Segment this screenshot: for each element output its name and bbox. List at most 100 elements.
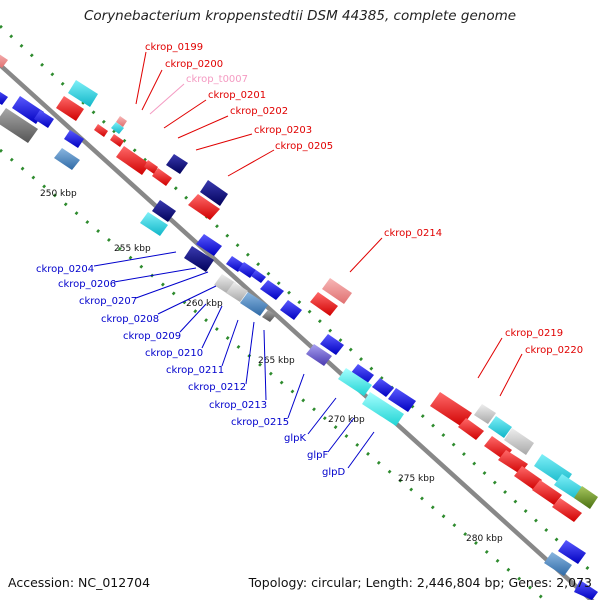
feature-navy-3[interactable] [152,200,176,222]
feature-blue-2[interactable] [34,110,54,128]
feature-blue-11[interactable] [350,364,374,385]
label-leader [177,115,229,139]
gene-label-ckrop_0214[interactable]: ckrop_0214 [384,228,442,239]
label-leader [93,251,177,267]
label-leader [141,69,163,111]
feature-cyan-1[interactable] [68,80,98,107]
feature-blue-7[interactable] [251,270,266,283]
lower-gene-labels: ckrop_0204 ckrop_0206 ckrop_0207 ckrop_0… [36,251,375,478]
label-leader [135,271,209,299]
gene-label-ckrop_0206[interactable]: ckrop_0206 [58,279,116,290]
feature-lgrey-2[interactable] [504,428,534,455]
gene-label-ckrop_0213[interactable]: ckrop_0213 [209,400,267,411]
gene-label-ckrop_0202[interactable]: ckrop_0202 [230,106,288,117]
feature-olive[interactable] [574,486,598,509]
label-leader [113,267,197,283]
gene-label-ckrop_0208[interactable]: ckrop_0208 [101,314,159,325]
feature-red-13[interactable] [532,480,562,505]
gene-label-ckrop_0211[interactable]: ckrop_0211 [166,365,224,376]
feature-red-14[interactable] [552,498,582,522]
feature-grey-2[interactable] [262,310,276,322]
label-leader [149,83,185,115]
feature-blue-4[interactable] [196,234,222,256]
feature-navy-1[interactable] [166,154,188,174]
feature-red-8[interactable] [430,392,472,427]
feature-lcyan-2[interactable] [362,392,404,426]
label-leader [349,237,383,273]
feature-red-9[interactable] [458,418,484,440]
gene-label-ckrop_0203[interactable]: ckrop_0203 [254,125,312,136]
feature-cyan-small[interactable] [111,122,124,134]
feature-lgrey-1[interactable] [474,404,496,424]
gene-label-glpD[interactable]: glpD [322,467,345,478]
label-leader [327,417,355,453]
feature-steel-3[interactable] [544,552,572,576]
gene-label-ckrop_0205[interactable]: ckrop_0205 [275,141,333,152]
feature-blue-12[interactable] [372,378,394,397]
scale-tick-label: 255 kbp [114,244,151,254]
feature-red-12[interactable] [514,466,542,490]
feature-red-3[interactable] [110,134,124,147]
feature-slate[interactable] [306,344,332,366]
label-leader [221,319,239,367]
feature-cyan-2[interactable] [488,416,512,438]
gene-label-ckrop_t0007[interactable]: ckrop_t0007 [186,74,248,85]
scale-tick-label: 250 kbp [40,189,77,199]
gene-label-ckrop_0209[interactable]: ckrop_0209 [123,331,181,342]
feature-red-5[interactable] [144,160,158,174]
gene-label-ckrop_0210[interactable]: ckrop_0210 [145,348,203,359]
gene-label-ckrop_0207[interactable]: ckrop_0207 [79,296,137,307]
label-leader [135,51,147,105]
feature-lgrey-4[interactable] [226,282,248,302]
feature-blue-3[interactable] [64,130,84,148]
feature-red-0214[interactable] [310,292,338,316]
gene-label-ckrop_0215[interactable]: ckrop_0215 [231,417,289,428]
gene-label-ckrop_0204[interactable]: ckrop_0204 [36,264,94,275]
scale-tick-label: 280 kbp [466,534,503,544]
gene-label-ckrop_0200[interactable]: ckrop_0200 [165,59,223,70]
feature-pink-small[interactable] [116,116,127,127]
feature-steel-1[interactable] [54,148,80,170]
feature-blue-14[interactable] [558,540,586,564]
upper-gene-labels: ckrop_0199 ckrop_0200 ckrop_t0007 ckrop_… [135,42,583,397]
feature-blue-13[interactable] [388,388,416,412]
gene-label-ckrop_0199[interactable]: ckrop_0199 [145,42,203,53]
feature-blue-15[interactable] [574,580,598,600]
label-leader [263,329,267,401]
feature-blue-9[interactable] [280,300,302,320]
feature-cyan-5[interactable] [140,212,168,236]
feature-navy-2[interactable] [200,180,228,206]
forward-strand-features [0,52,598,522]
gene-label-ckrop_0220[interactable]: ckrop_0220 [525,345,583,356]
feature-red-6[interactable] [152,168,172,186]
feature-grey-1[interactable] [0,108,38,143]
scale-tick-label: 275 kbp [398,474,435,484]
feature-pink-0214[interactable] [322,278,352,304]
label-leader [179,303,207,333]
feature-lcyan-1[interactable] [338,368,372,396]
feature-blue-6[interactable] [238,262,256,278]
label-leader [227,149,275,177]
feature-blue-8[interactable] [260,280,284,300]
feature-red-1[interactable] [56,96,84,121]
feature-pink-edge[interactable] [0,52,8,68]
gene-label-ckrop_0212[interactable]: ckrop_0212 [188,382,246,393]
gene-label-glpF[interactable]: glpF [307,450,328,461]
feature-steel-2[interactable] [240,292,268,316]
label-leader [307,397,337,435]
feature-red-2[interactable] [94,124,108,137]
gene-label-ckrop_0201[interactable]: ckrop_0201 [208,90,266,101]
label-leader [499,353,523,397]
feature-blue-edge[interactable] [0,88,8,105]
feature-blue-10[interactable] [320,334,344,355]
scale-tick-label: 260 kbp [186,299,223,309]
feature-red-7[interactable] [188,194,220,220]
scale-tick-label: 270 kbp [328,415,365,425]
label-leader [201,305,223,349]
feature-navy-4[interactable] [184,246,214,272]
gene-label-glpK[interactable]: glpK [284,433,306,444]
feature-red-4[interactable] [116,146,150,175]
label-leader [287,373,305,419]
gene-label-ckrop_0219[interactable]: ckrop_0219 [505,328,563,339]
